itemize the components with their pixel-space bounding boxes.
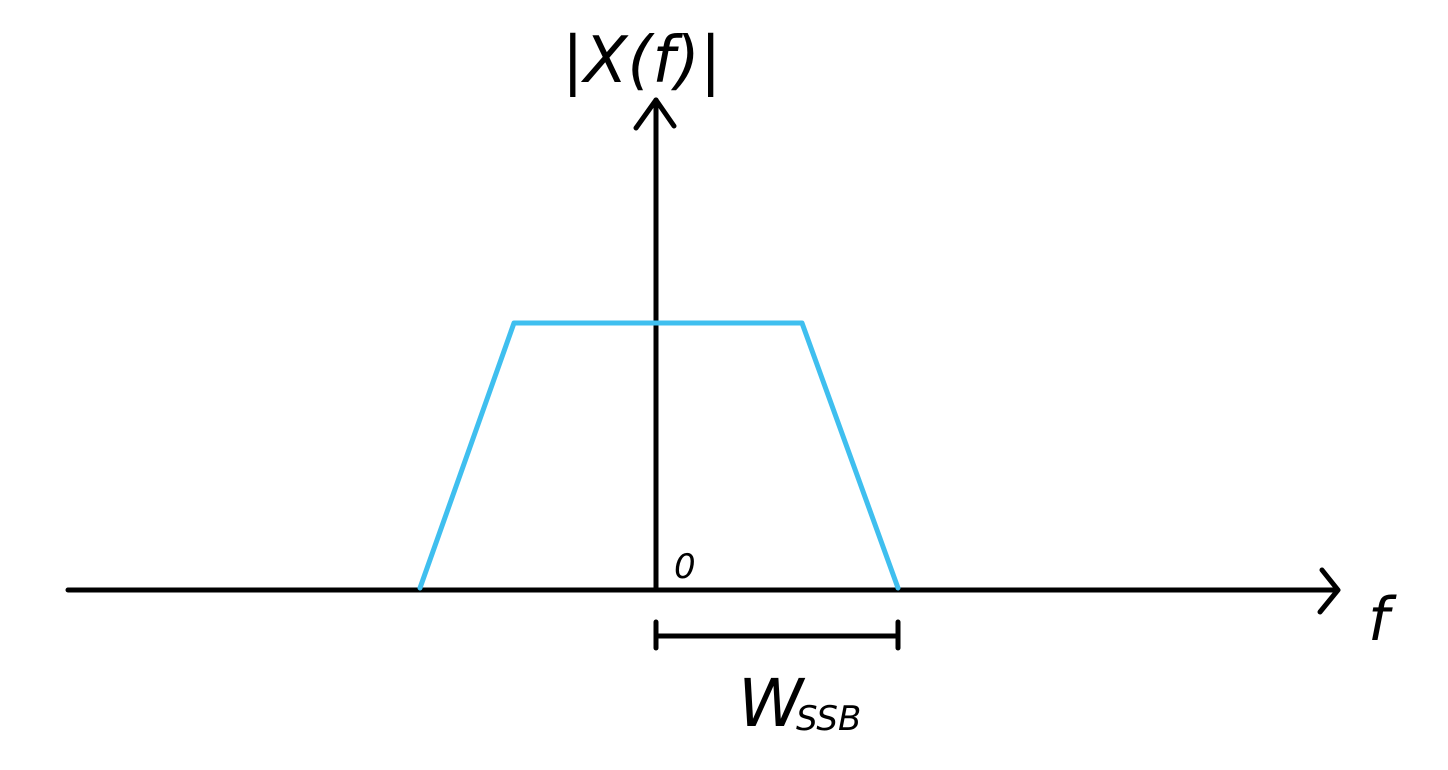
spectrum-trapezoid (417, 320, 901, 591)
origin-label: 0 (674, 547, 696, 587)
bandwidth-label: W (738, 665, 806, 742)
y-axis-arrowhead (633, 97, 677, 131)
x-axis-arrowhead (1317, 567, 1341, 615)
x-axis-label: f (1368, 585, 1397, 655)
y-axis-label: |X(f)| (562, 24, 721, 98)
bandwidth-subscript: SSB (796, 699, 861, 739)
